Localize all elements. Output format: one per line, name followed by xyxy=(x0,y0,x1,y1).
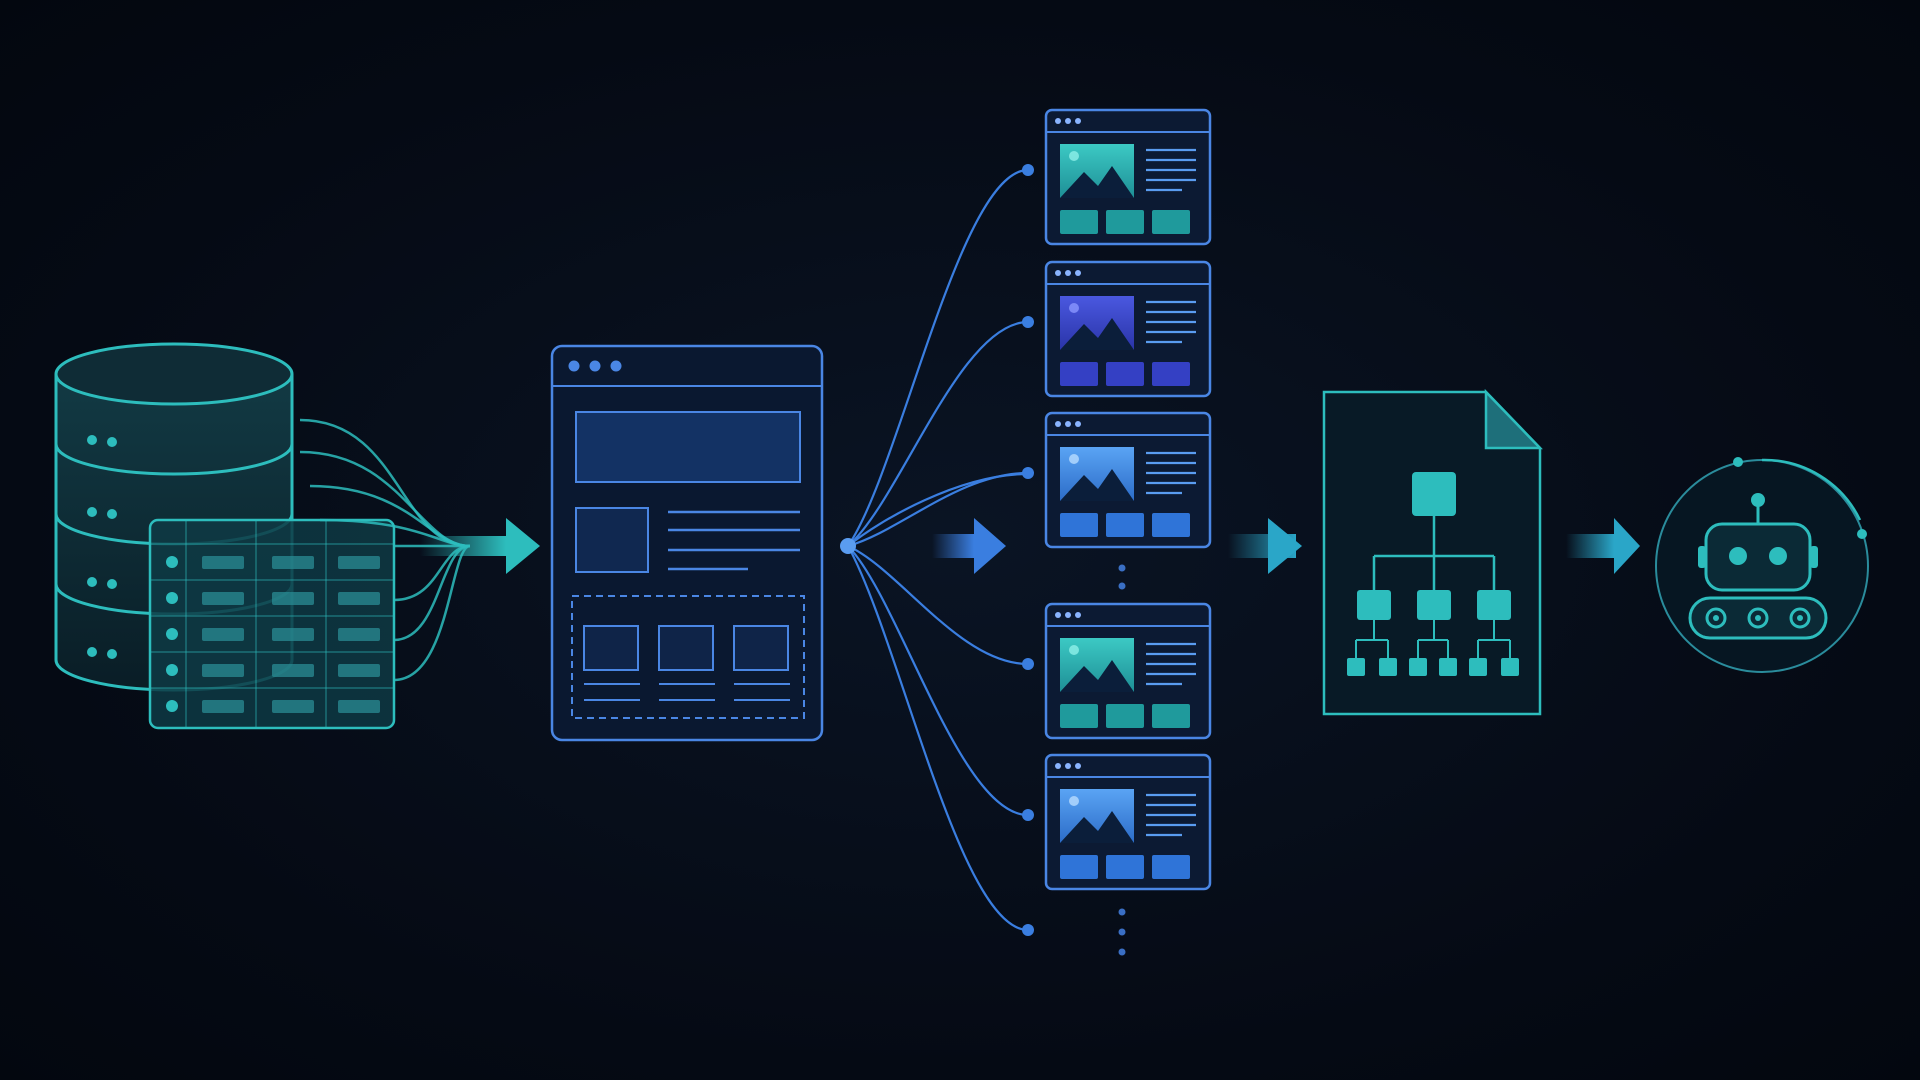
table-cell xyxy=(202,700,244,713)
data-table-icon xyxy=(148,518,396,730)
table-cell xyxy=(202,592,244,605)
table-cell xyxy=(272,664,314,677)
hierarchy-document-icon xyxy=(1322,388,1543,716)
table-cell xyxy=(272,700,314,713)
fan-origin-node xyxy=(840,538,856,554)
fan-node xyxy=(1022,658,1034,670)
fan-node xyxy=(1022,164,1034,176)
table-cell xyxy=(202,556,244,569)
webpage-variant-icon xyxy=(1044,602,1212,740)
layout-template-icon xyxy=(550,344,824,742)
table-cell xyxy=(338,592,380,605)
fan-node xyxy=(1022,809,1034,821)
table-row-bullet xyxy=(166,556,178,568)
table-cell xyxy=(338,556,380,569)
table-cell xyxy=(202,664,244,677)
table-cell xyxy=(338,664,380,677)
more-items-ellipsis xyxy=(1118,564,1126,956)
webpage-variant-icon xyxy=(1044,753,1212,891)
arrow-right-icon xyxy=(420,518,540,574)
table-cell xyxy=(272,556,314,569)
table-cell xyxy=(272,628,314,641)
table-cell xyxy=(272,592,314,605)
table-row-bullet xyxy=(166,628,178,640)
webpage-variant-icon xyxy=(1044,411,1212,549)
fan-node xyxy=(1022,467,1034,479)
table-row-bullet xyxy=(166,700,178,712)
table-row-bullet xyxy=(166,592,178,604)
arrow-right-icon xyxy=(1566,518,1640,574)
fan-node xyxy=(1022,924,1034,936)
webpage-variant-icon xyxy=(1044,108,1212,246)
fan-node xyxy=(1022,316,1034,328)
arrow-right-icon xyxy=(1228,518,1302,574)
table-row-bullet xyxy=(166,664,178,676)
generated-pages xyxy=(1022,108,1212,936)
arrow-right-icon xyxy=(932,518,1006,574)
webpage-variant-icon xyxy=(1044,260,1212,398)
robot-icon xyxy=(1655,457,1869,673)
table-cell xyxy=(338,628,380,641)
table-cell xyxy=(202,628,244,641)
fan-out-lines xyxy=(847,168,1029,932)
table-cell xyxy=(338,700,380,713)
